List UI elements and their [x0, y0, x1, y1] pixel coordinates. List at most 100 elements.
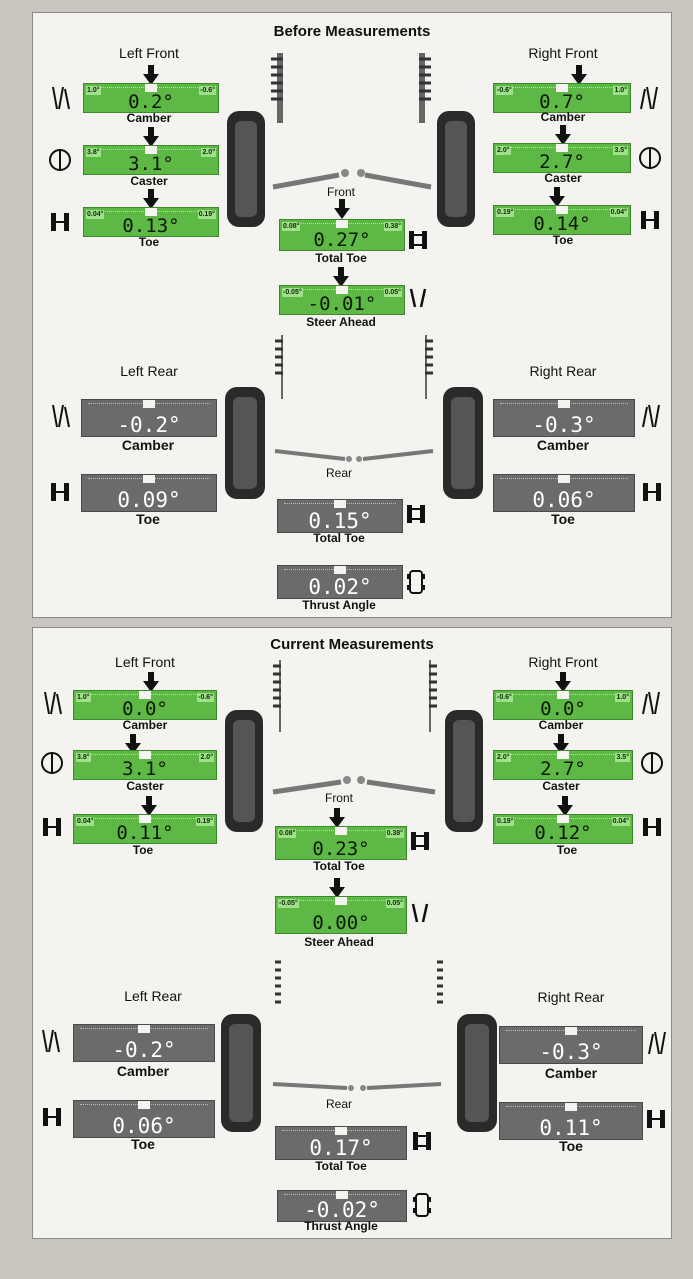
tie-rod-icon: [272, 1082, 442, 1091]
camber-label: Camber: [126, 111, 172, 125]
current-left-front-heading: Left Front: [115, 654, 175, 670]
current-right-front-heading: Right Front: [528, 654, 598, 670]
current-left-front-caster-meter: 3.8° 2.0° 3.1°: [73, 750, 217, 780]
current-right-rear-heading: Right Rear: [537, 989, 605, 1005]
current-right-front-toe-meter: 0.19° 0.04° 0.12°: [493, 814, 633, 844]
pointer-arrow-icon: [571, 65, 587, 85]
caster-label: Caster: [544, 171, 582, 185]
camber-label: Camber: [540, 110, 586, 124]
pointer-arrow-icon: [329, 808, 345, 828]
current-left-rear-camber-meter: -0.2°: [73, 1024, 215, 1062]
front-label: Front: [324, 791, 353, 805]
before-total-toe-front-meter: 0.08° 0.38° 0.27°: [279, 219, 405, 251]
caster-label: Caster: [130, 174, 168, 188]
camber-label: Camber: [122, 718, 168, 732]
front-label: Front: [326, 185, 355, 199]
before-right-front-toe-meter: 0.19° 0.04° 0.14°: [493, 205, 631, 235]
tie-rod-icon: [274, 449, 434, 462]
toe-icon: [641, 211, 659, 229]
pointer-arrow-icon: [143, 189, 159, 209]
camber-label: Camber: [116, 1063, 170, 1079]
wheel-strut-icon: [225, 660, 281, 832]
camber-value: 0.0°: [540, 698, 586, 720]
caster-value: 3.1°: [122, 758, 168, 780]
pointer-arrow-icon: [143, 672, 159, 692]
total-toe-label: Total Toe: [313, 531, 365, 545]
thrust-angle-value: -0.02°: [304, 1198, 380, 1222]
camber-value: 0.0°: [122, 698, 168, 720]
before-right-rear-camber-meter: -0.3°: [493, 399, 635, 437]
before-left-rear-toe-meter: 0.09°: [81, 474, 217, 512]
rear-label: Rear: [325, 1097, 352, 1111]
camber-value: -0.2°: [112, 1038, 176, 1062]
current-right-rear-toe-meter: 0.11°: [499, 1102, 643, 1140]
total-toe-label: Total Toe: [315, 1159, 367, 1173]
rear-label: Rear: [325, 466, 352, 480]
pointer-arrow-icon: [555, 125, 571, 145]
thrust-angle-label: Thrust Angle: [302, 598, 376, 612]
camber-icon: [642, 404, 660, 428]
current-left-front-camber-meter: 1.0° -0.6° 0.0°: [73, 690, 217, 720]
pointer-arrow-icon: [333, 267, 349, 287]
before-right-front-camber-meter: -0.6° 1.0° 0.7°: [493, 83, 631, 113]
pointer-arrow-icon: [555, 672, 571, 692]
current-thrust-angle-meter: -0.02°: [277, 1190, 407, 1222]
before-total-toe-rear-meter: 0.15°: [277, 499, 403, 533]
caster-icon: [49, 149, 71, 171]
current-left-front-toe-meter: 0.04° 0.19° 0.11°: [73, 814, 217, 844]
toe-label: Toe: [552, 233, 574, 247]
total-toe-value: 0.27°: [313, 229, 371, 251]
caster-icon: [639, 147, 661, 169]
toe-value: 0.13°: [122, 215, 180, 237]
before-left-rear-camber-meter: -0.2°: [81, 399, 217, 437]
toe-label: Toe: [131, 1136, 155, 1152]
toe-value: 0.06°: [532, 488, 596, 512]
toe-value: 0.09°: [117, 488, 181, 512]
current-total-toe-rear-meter: 0.17°: [275, 1126, 407, 1160]
toe-icon: [43, 818, 61, 836]
caster-value: 2.7°: [540, 758, 586, 780]
wheel-strut-icon: [227, 53, 283, 227]
before-left-front-heading: Left Front: [119, 45, 179, 61]
toe-label: Toe: [136, 511, 160, 527]
current-steer-ahead-meter: -0.05° 0.05° 0.00°: [275, 896, 407, 934]
toe-value: 0.11°: [116, 822, 174, 844]
camber-value: 0.7°: [539, 91, 585, 113]
camber-icon: [640, 86, 658, 110]
before-right-front-heading: Right Front: [528, 45, 598, 61]
steer-ahead-icon: [411, 903, 429, 923]
caster-value: 3.1°: [128, 153, 174, 175]
current-left-rear-heading: Left Rear: [124, 988, 182, 1004]
camber-icon: [648, 1031, 666, 1055]
current-right-front-camber-meter: -0.6° 1.0° 0.0°: [493, 690, 633, 720]
current-right-front-caster-meter: 2.0° 3.5° 2.7°: [493, 750, 633, 780]
toe-value: 0.06°: [112, 1114, 176, 1138]
camber-value: 0.2°: [128, 91, 174, 113]
pointer-arrow-icon: [334, 199, 350, 219]
wheel-strut-icon: [225, 335, 283, 499]
tie-rod-icon: [272, 776, 436, 795]
toe-label: Toe: [551, 511, 575, 527]
before-measurements-panel: Before Measurements Left Front 1.0° -0.6…: [32, 12, 672, 618]
camber-icon: [642, 691, 660, 715]
caster-value: 2.7°: [539, 151, 585, 173]
thrust-angle-label: Thrust Angle: [304, 1219, 378, 1233]
current-left-rear-toe-meter: 0.06°: [73, 1100, 215, 1138]
before-steer-ahead-meter: -0.05° 0.05° -0.01°: [279, 285, 405, 315]
before-right-front-caster-meter: 2.0° 3.5° 2.7°: [493, 143, 631, 173]
before-left-rear-heading: Left Rear: [120, 363, 178, 379]
toe-icon: [51, 213, 69, 231]
total-toe-icon: [413, 1132, 431, 1150]
total-toe-icon: [411, 832, 429, 850]
total-toe-value: 0.23°: [312, 838, 370, 860]
before-thrust-angle-meter: 0.02°: [277, 565, 403, 599]
camber-label: Camber: [121, 437, 175, 453]
before-left-front-toe-meter: 0.04° 0.19° 0.13°: [83, 207, 219, 237]
camber-icon: [42, 1029, 60, 1053]
caster-icon: [41, 752, 63, 774]
wheel-strut-icon: [419, 53, 475, 227]
toe-label: Toe: [132, 843, 154, 857]
toe-value: 0.12°: [534, 822, 592, 844]
caster-label: Caster: [542, 779, 580, 793]
total-toe-value: 0.15°: [308, 509, 372, 533]
